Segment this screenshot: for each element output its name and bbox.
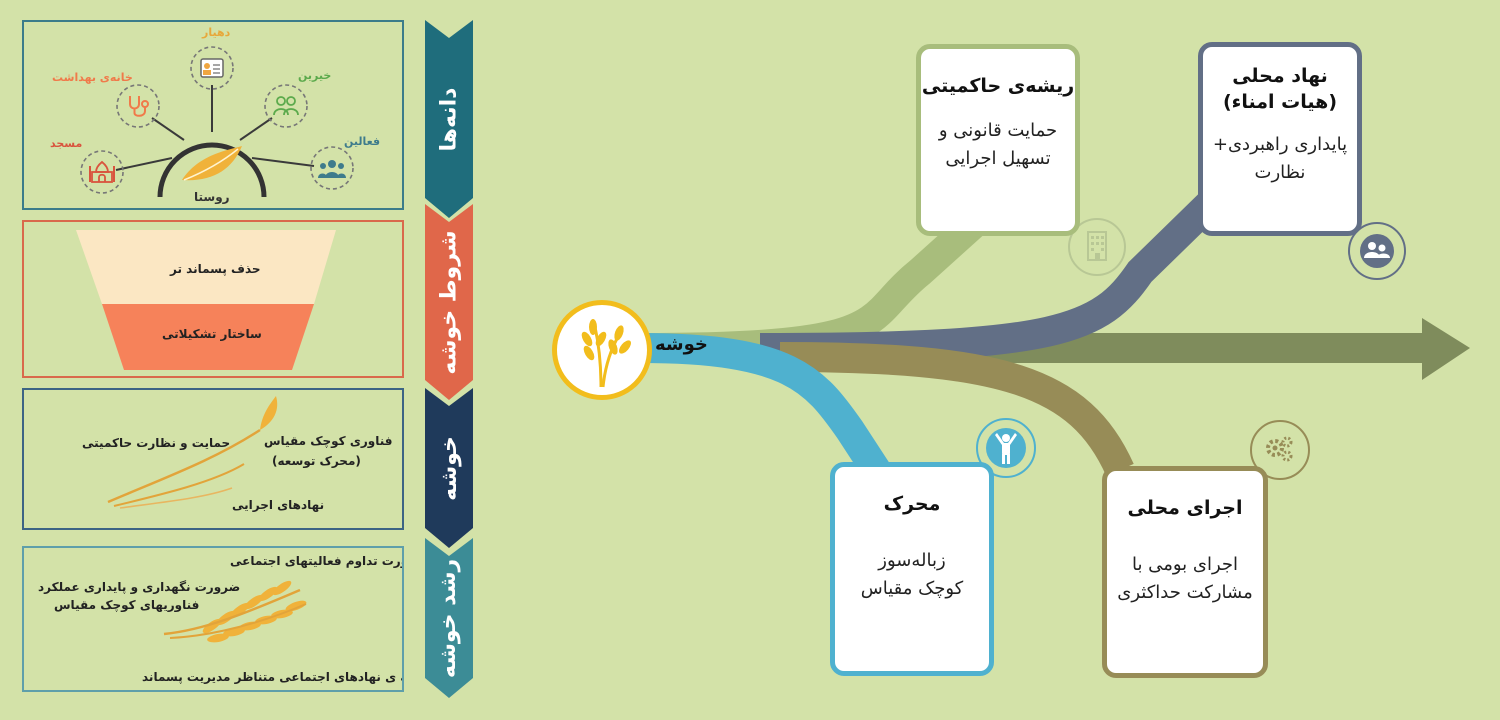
driver-icon-circle (976, 418, 1036, 478)
gears-icon (1266, 436, 1293, 462)
growth-line-1: ضرورت تداوم فعالیتهای اجتماعی (230, 554, 402, 568)
card-driver: محرک زباله‌سوز کوچک مقیاس (830, 462, 994, 676)
card-driver-line2: کوچک مقیاس (860, 578, 964, 599)
card-local-exec-title: اجرای محلی (1127, 497, 1243, 519)
tech-label: فناوری کوچک مقیاس (264, 434, 393, 448)
card-local-inst-line1: پایداری راهبردی+ (1212, 134, 1348, 155)
card-gov-line1: حمایت قانونی و (938, 120, 1058, 141)
card-local-inst-title2: (هیات امناء) (1222, 91, 1338, 113)
stethoscope-icon (129, 96, 149, 117)
id-card-icon (200, 58, 224, 78)
card-gov: ریشه‌ی حاکمیتی حمایت قانونی و تسهیل اجرا… (916, 44, 1080, 236)
funnel-top-band (76, 230, 336, 304)
main-arrow-head (1422, 318, 1470, 380)
start-wheat-circle (552, 300, 652, 400)
tab-conditions: شروط خوشه (425, 204, 473, 400)
people-icon (1360, 234, 1394, 268)
tab-seeds: دانه‌ها (425, 20, 473, 218)
building-icon (1087, 231, 1107, 261)
village-hub-graphic (80, 46, 354, 198)
activists-label: فعالین (344, 135, 381, 148)
panel-village: دهیار خانه‌ی بهداشت خیرین مسجد فعالین رو… (22, 20, 404, 210)
card-local-exec-line2: مشارکت حداکثری (1117, 582, 1253, 603)
card-local-exec: اجرای محلی اجرای بومی با مشارکت حداکثری (1102, 466, 1268, 678)
group-icon (318, 160, 346, 178)
card-gov-line2: تسهیل اجرایی (945, 148, 1051, 169)
users-icon (273, 96, 299, 116)
card-local-inst-line2: نظارت (1254, 162, 1306, 183)
wheat-cluster-graphic (107, 396, 278, 509)
growth-line-3: فناوریهای کوچک مقیاس (54, 598, 200, 612)
card-local-inst: نهاد محلی (هیات امناء) پایداری راهبردی+ … (1198, 42, 1362, 236)
local-inst-icon-circle (1348, 222, 1406, 280)
branch-driver (639, 333, 893, 485)
person-icon (986, 428, 1026, 468)
mosque-icon (89, 160, 115, 183)
funnel-bottom-label: ساختار تشکیلاتی (162, 327, 262, 341)
card-gov-title: ریشه‌ی حاکمیتی (921, 75, 1075, 97)
growth-line-4: توسعه ی نهادهای اجتماعی متناظر مدیریت پس… (142, 670, 402, 684)
card-local-exec-line1: اجرای بومی با (1131, 554, 1239, 575)
tab-cluster: خوشه (425, 388, 473, 548)
panel-cluster: فناوری کوچک مقیاس (محرک توسعه) حمایت و ن… (22, 388, 404, 530)
wheat-icon (581, 319, 631, 388)
support-label: حمایت و نظارت حاکمیتی (82, 436, 231, 450)
card-local-inst-title: نهاد محلی (1232, 65, 1328, 87)
village-center-label: روستا (194, 190, 230, 204)
card-driver-title: محرک (883, 493, 941, 515)
card-driver-line1: زباله‌سوز (878, 550, 946, 571)
growth-line-2: ضرورت نگهداری و پایداری عملکرد (38, 580, 241, 594)
tech-sub-label: (محرک توسعه) (272, 454, 361, 468)
funnel-bottom-band (102, 304, 314, 370)
dehyar-label: دهیار (202, 26, 231, 39)
funnel-graphic (76, 230, 336, 370)
branch-local-exec (779, 342, 1134, 477)
start-label: خوشه (655, 334, 708, 355)
panel-cluster-conditions: حذف پسماند تر ساختار تشکیلاتی (22, 220, 404, 378)
panel-cluster-growth: ضرورت تداوم فعالیتهای اجتماعی ضرورت نگهد… (22, 546, 404, 692)
benefactors-label: خیرین (298, 69, 332, 82)
health-house-label: خانه‌ی بهداشت (52, 71, 133, 84)
exec-label: نهادهای اجرایی (232, 498, 325, 512)
mosque-label: مسجد (50, 137, 83, 150)
funnel-top-label: حذف پسماند تر (170, 262, 261, 276)
tab-growth: رشد خوشه (425, 538, 473, 698)
wheat-growth-graphic (163, 580, 307, 643)
